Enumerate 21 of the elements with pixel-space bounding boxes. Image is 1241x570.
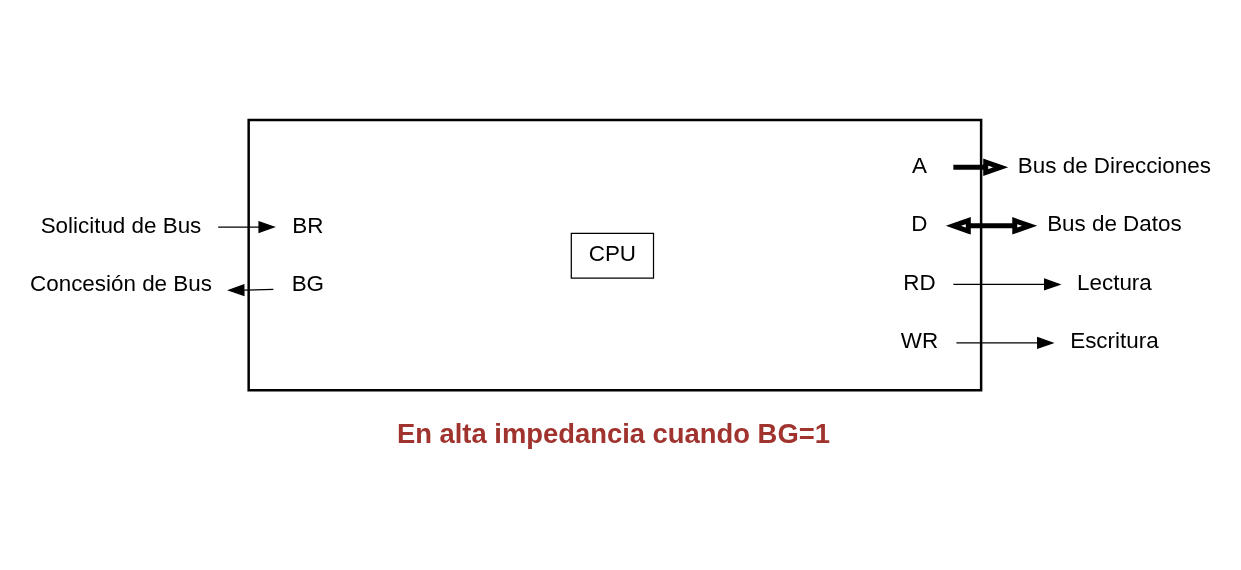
node-text: Lectura xyxy=(1077,269,1152,295)
node-text: D xyxy=(911,211,928,237)
label: En alta impedancia cuando BG=1 xyxy=(396,418,830,450)
arrow xyxy=(217,220,276,234)
arrow xyxy=(955,336,1055,350)
cluster xyxy=(247,118,983,392)
node-box: CPU xyxy=(570,232,655,279)
node-text: Solicitud de Bus xyxy=(40,212,202,238)
node-text: Bus de Datos xyxy=(1047,211,1182,237)
arrow xyxy=(227,283,274,297)
node-text: BG xyxy=(291,271,325,297)
node-text: A xyxy=(911,152,927,178)
node-text: RD xyxy=(903,269,936,295)
node-text: Bus de Direcciones xyxy=(1017,152,1211,178)
node-text: BR xyxy=(292,212,324,238)
node-text: Concesión de Bus xyxy=(30,271,212,297)
arrow xyxy=(952,278,1062,291)
arrow xyxy=(945,217,1038,235)
arrow xyxy=(953,158,1009,177)
node-text: Escritura xyxy=(1070,328,1159,354)
node-text: WR xyxy=(900,328,939,354)
